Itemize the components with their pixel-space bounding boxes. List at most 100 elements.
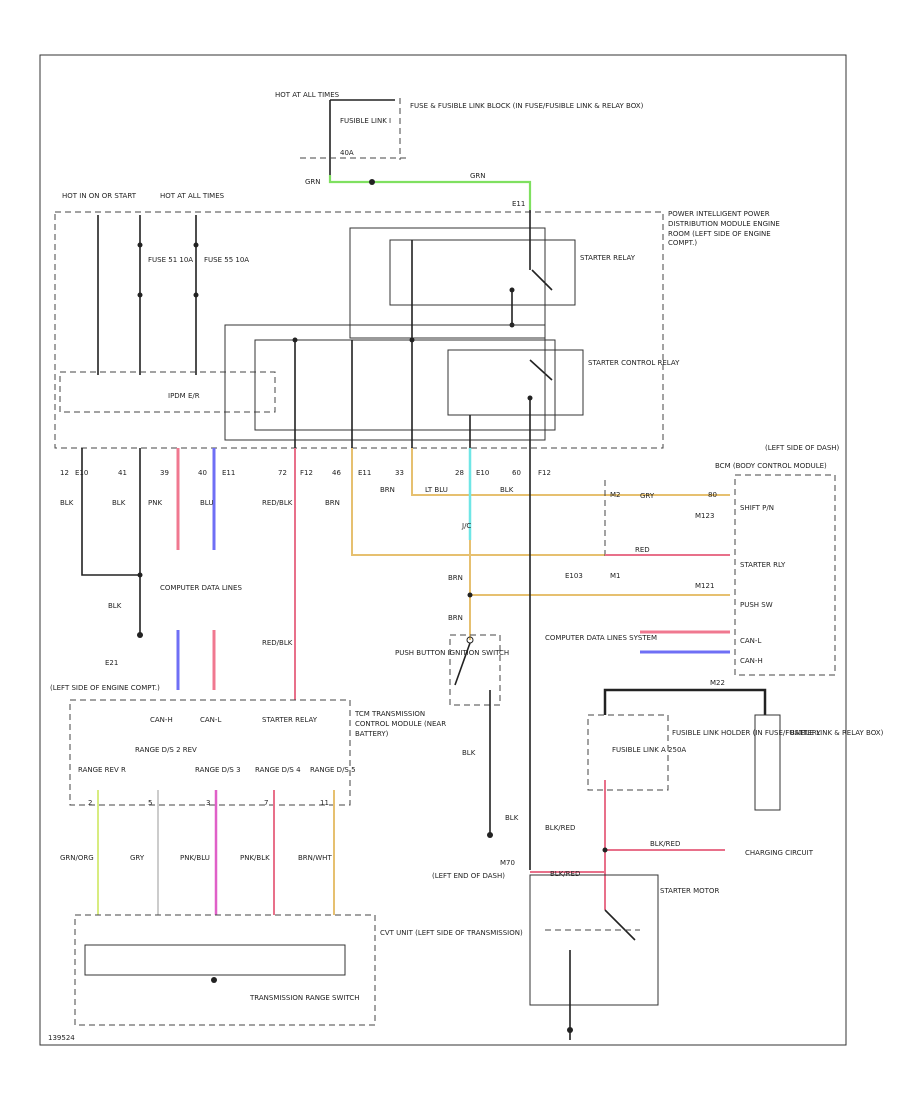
tcm-range-5: RANGE D/S 5 (310, 766, 356, 774)
fuse-51-top-dot (137, 242, 143, 248)
pin-72-dot (292, 337, 298, 343)
blk-label-1: BLK (60, 499, 74, 507)
range-switch-dot (211, 977, 217, 983)
tcm-pin-1: 2 (88, 799, 92, 807)
battery-circuit: M22 BATTERY FUSIBLE LINK A 250A FUSIBLE … (529, 679, 884, 1040)
ipdm-pin-28: 28 (455, 469, 464, 477)
ipdm-output-wires: BLK BLK BLK PNK BLU COMPUTER DATA LINES … (50, 448, 730, 870)
bcm-shift-pin: SHIFT P/N (740, 504, 774, 512)
gry-label: GRY (640, 492, 655, 500)
cpu-label: IPDM E/R (168, 392, 200, 400)
starter-relay-label: STARTER RELAY (580, 254, 636, 262)
cpu-block (59, 371, 276, 413)
cvt-unit: CVT UNIT (LEFT SIDE OF TRANSMISSION) TRA… (74, 914, 523, 1026)
tcm-pin-3: 3 (206, 799, 210, 807)
fuse-55-label: FUSE 55 10A (204, 256, 249, 264)
ipdm-pin-e10b: E10 (476, 469, 489, 477)
tcm-box (69, 699, 351, 806)
pin-33-dot (409, 337, 415, 343)
range-switch-contact (84, 944, 346, 976)
tcm-pin-4: 7 (264, 799, 268, 807)
bcm-module: (LEFT SIDE OF DASH) BCM (BODY CONTROL MO… (545, 444, 840, 676)
ipdm-pin-f12b: F12 (538, 469, 551, 477)
starter-control-relay-contact (529, 359, 553, 381)
ipdm-pin-f12: F12 (300, 469, 313, 477)
blk-label-2: BLK (112, 499, 126, 507)
tcm-description: TCM TRANSMISSION CONTROL MODULE (NEAR BA… (355, 710, 447, 738)
m70-label: M70 (500, 859, 515, 867)
pin-60-dot (527, 395, 533, 401)
charging-circuit-label: CHARGING CIRCUIT (745, 849, 814, 857)
bcm-connector-mid: M123 (695, 512, 714, 520)
cvt-description: CVT UNIT (LEFT SIDE OF TRANSMISSION) (380, 929, 523, 937)
battery-symbol (754, 714, 781, 811)
blk-label-3: BLK (108, 602, 122, 610)
grn-wire-label-2: GRN (470, 172, 486, 180)
image-code: 139524 (48, 1034, 75, 1042)
bcm-location: (LEFT SIDE OF DASH) (765, 444, 840, 452)
grn-splice (369, 179, 375, 185)
ipdm-box (54, 211, 664, 449)
battery-main-cable (603, 688, 767, 715)
tcm-module: CAN-H CAN-L STARTER RELAY TCM TRANSMISSI… (69, 699, 447, 806)
ipdm-pin-72: 72 (278, 469, 287, 477)
brn-label-3: BRN (448, 574, 463, 582)
battery-terminal: M22 (710, 679, 725, 687)
blu-label: BLU (200, 499, 213, 507)
ground-m70 (487, 832, 493, 838)
fusible-link-holder-box (587, 714, 669, 791)
starter-relay-box (389, 239, 576, 306)
bcm-pin-80: 80 (708, 491, 717, 499)
grn-wire (328, 175, 532, 210)
blk-label-4: BLK (500, 486, 514, 494)
starter-relay-contact (531, 269, 553, 291)
bcm-canh: CAN-H (740, 657, 763, 665)
push-contact (454, 642, 471, 686)
hot-in-on-label: HOT IN ON OR START (62, 192, 137, 200)
fuse-55-bottom-dot (193, 292, 199, 298)
ipdm-internal-loop (224, 324, 546, 441)
starter-relay-outline (349, 227, 546, 339)
blk-splice (137, 572, 143, 578)
ipdm-pin-41: 41 (118, 469, 127, 477)
ipdm-top-pin: E11 (512, 200, 525, 208)
e21-label: E21 (105, 659, 118, 667)
ipdm-description-box: POWER INTELLIGENT POWER DISTRIBUTION MOD… (668, 210, 780, 247)
tcm-wire-label-4: PNK/BLK (240, 854, 270, 862)
charging-splice (602, 847, 608, 853)
tcm-pin-2: 5 (148, 799, 152, 807)
ipdm-pin-12: 12 (60, 469, 69, 477)
computer-data-lines-system: COMPUTER DATA LINES SYSTEM (545, 634, 657, 642)
grn-wire-label-1: GRN (305, 178, 321, 186)
brn-wire-2 (411, 448, 730, 496)
blk-ground-wire-1 (81, 448, 140, 576)
tcm-description-box: TCM TRANSMISSION CONTROL MODULE (NEAR BA… (355, 710, 447, 738)
lt-blu-label: LT BLU (425, 486, 448, 494)
ipdm-module: E11 POWER INTELLIGENT POWER DISTRIBUTION… (54, 192, 780, 449)
tcm-wire-label-1: GRN/ORG (60, 854, 94, 862)
brn-label-4: BRN (448, 614, 463, 622)
ipdm-pin-e11b: E11 (358, 469, 371, 477)
starter-control-relay-outline (254, 339, 556, 431)
fuse-51-label: FUSE 51 10A (148, 256, 193, 264)
blk-red-label-2: BLK/RED (650, 840, 680, 848)
ipdm-pin-40: 40 (198, 469, 207, 477)
bcm-connector-push: M121 (695, 582, 714, 590)
push-button-box (449, 634, 501, 706)
blk-label-6: BLK (505, 814, 519, 822)
fuse-55-top-dot (193, 242, 199, 248)
m70-location: (LEFT END OF DASH) (432, 872, 505, 880)
top-power-source: HOT AT ALL TIMES FUSIBLE LINK I 40A FUSE… (275, 91, 644, 210)
starter-motor-label: STARTER MOTOR (660, 887, 719, 895)
blk-label-5: BLK (462, 749, 476, 757)
bcm-box (734, 474, 836, 676)
ipdm-pin-row: 12 E10 41 39 40 E11 72 F12 46 E11 33 28 … (60, 469, 551, 477)
red-blk-label-2: RED/BLK (262, 639, 293, 647)
starter-contact (604, 909, 636, 941)
tcm-pin-5: 11 (320, 799, 329, 807)
starter-control-relay-box (447, 349, 584, 416)
fuse-block-label: FUSE & FUSIBLE LINK BLOCK (IN FUSE/FUSIB… (410, 102, 644, 110)
bcm-push-sw: PUSH SW (740, 601, 773, 609)
starter-control-relay-label: STARTER CONTROL RELAY (588, 359, 680, 367)
